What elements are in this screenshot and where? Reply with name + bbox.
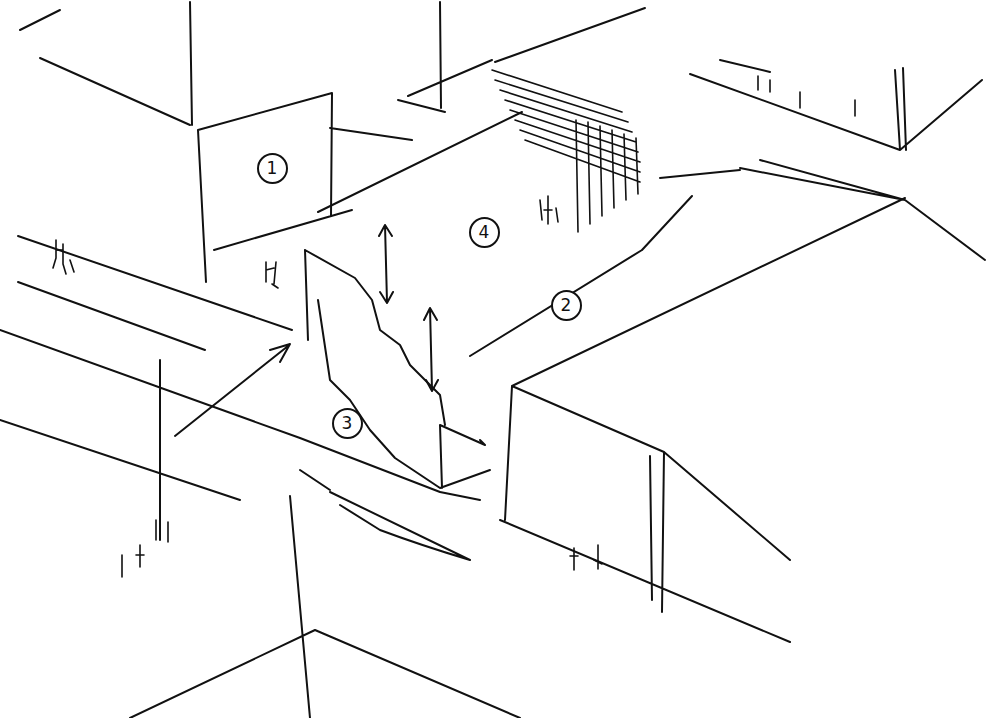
street-edge (0, 236, 520, 718)
building-edge (500, 160, 985, 642)
plaza-edge (318, 8, 740, 356)
callout-number: 1 (267, 160, 278, 177)
ramp-edge (305, 250, 490, 488)
callout-number: 2 (561, 297, 572, 314)
level-arrow (379, 225, 438, 391)
callout-circle: 2 (551, 290, 582, 321)
callout-circle: 4 (469, 217, 500, 248)
callout-number: 4 (479, 224, 490, 241)
people-figures (53, 76, 855, 577)
entry-arrow (175, 344, 290, 436)
building-edge (198, 2, 492, 282)
stair-hatching (492, 70, 640, 232)
callout-number: 3 (342, 415, 353, 432)
street-edge (690, 60, 982, 150)
callout-circle: 1 (257, 153, 288, 184)
building-edge (20, 2, 192, 125)
callout-circle: 3 (332, 408, 363, 439)
